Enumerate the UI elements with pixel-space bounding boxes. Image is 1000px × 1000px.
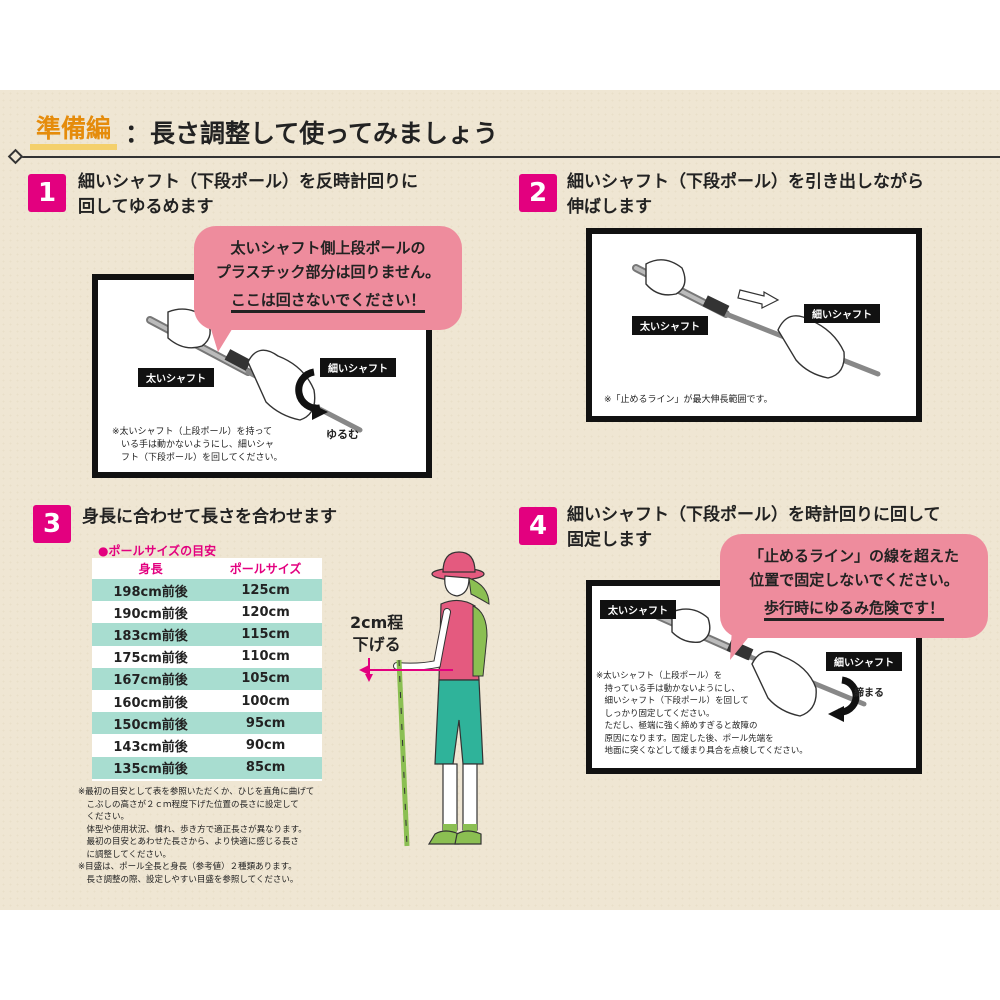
step-2-number: 2 (519, 174, 557, 212)
cell-size: 95cm (209, 712, 322, 735)
step-4-callout-warning: 歩行時にゆるみ危険です！ (763, 599, 944, 621)
step-4-callout-line2: 位置で固定しないでください。 (749, 571, 959, 589)
step-1-number: 1 (28, 174, 66, 212)
section-header: 準備編 ：長さ調整して使ってみましょう (30, 112, 498, 152)
step-1-text: 細いシャフト（下段ポール）を反時計回りに 回してゆるめます (78, 172, 418, 217)
step-1-callout-line1: 太いシャフト側上段ポールの (230, 239, 426, 257)
pole-extend-illustration (632, 259, 881, 379)
step-4-callout-line1: 「止めるライン」の線を超えた (748, 547, 959, 565)
step-2-thick-label: 太いシャフト (632, 316, 708, 335)
step-1-illustration: 太いシャフト 細いシャフト ゆるむ ※太いシャフト（上段ポール）を持って いる手… (92, 274, 432, 478)
cell-height: 183cm前後 (92, 623, 210, 646)
cell-size: 90cm (209, 734, 322, 757)
step-1-callout: 太いシャフト側上段ポールの プラスチック部分は回りません。 ここは回さないでくだ… (194, 226, 462, 330)
table-header-height: 身長 (92, 558, 210, 579)
step-4-number: 4 (519, 507, 557, 545)
step-1-callout-line2: プラスチック部分は回りません。 (215, 263, 441, 281)
step-3-number: 3 (33, 505, 71, 543)
cell-height: 198cm前後 (92, 579, 210, 602)
step-1-note: ※太いシャフト（上段ポール）を持って いる手は動かないようにし、細いシャ フト（… (112, 427, 283, 463)
step-4-callout: 「止めるライン」の線を超えた 位置で固定しないでください。 歩行時にゆるみ危険で… (720, 534, 988, 638)
cell-size: 110cm (209, 645, 322, 668)
step-2-thin-label: 細いシャフト (804, 304, 880, 323)
step-1-callout-pointer (210, 326, 234, 352)
cell-size: 100cm (209, 689, 322, 713)
step-4-thick-label: 太いシャフト (600, 600, 676, 619)
cell-height: 143cm前後 (92, 734, 210, 757)
clockwise-arrow-icon (837, 676, 860, 716)
hiker-figure (359, 551, 490, 847)
cell-height: 160cm前後 (92, 689, 210, 713)
cell-size: 105cm (209, 667, 322, 690)
cell-size: 120cm (209, 601, 322, 624)
cell-size: 85cm (209, 756, 322, 779)
right-arrow-icon (737, 289, 780, 309)
step-4-callout-pointer (730, 628, 756, 660)
step-1-loosen-label: ゆるむ (326, 428, 359, 441)
cell-height: 167cm前後 (92, 667, 210, 690)
lower-2cm-label: 2cm程 下げる (350, 613, 404, 654)
pole-loosen-illustration (146, 308, 363, 433)
step-2-text: 細いシャフト（下段ポール）を引き出しながら 伸ばします (567, 172, 924, 217)
step-4-text: 細いシャフト（下段ポール）を時計回りに回して 固定します (567, 505, 941, 550)
step-4-tighten-label: 締まる (854, 688, 884, 699)
step-2-note: ※「止めるライン」が最大伸長範囲です。 (604, 395, 773, 405)
cell-size: 125cm (209, 579, 322, 602)
cell-height: 175cm前後 (92, 645, 210, 668)
cell-height: 135cm前後 (92, 756, 210, 779)
step-3-text: 身長に合わせて長さを合わせます (82, 507, 337, 527)
page-title: ：長さ調整して使ってみましょう (125, 119, 499, 148)
step-2-illustration: 太いシャフト 細いシャフト ※「止めるライン」が最大伸長範囲です。 (586, 228, 922, 422)
header-rule (22, 156, 1000, 158)
step-1-thin-label: 細いシャフト (320, 358, 396, 377)
section-tag: 準備編 (30, 114, 118, 150)
step-1-callout-warning: ここは回さないでください！ (230, 291, 426, 313)
step-4-note: ※太いシャフト（上段ポール）を 持っている手は動かないようにし、 細いシャフト（… (596, 671, 808, 756)
table-title: ●ポールサイズの目安 (98, 544, 217, 558)
step-1-thick-label: 太いシャフト (138, 368, 214, 387)
cell-height: 150cm前後 (92, 712, 210, 735)
table-header-pole-size: ポールサイズ (209, 558, 322, 579)
step-4-thin-label: 細いシャフト (826, 652, 902, 671)
step-3-note: ※最初の目安として表を参照いただくか、ひじを直角に曲げて こぶしの高さが２ｃｍ程… (78, 787, 315, 885)
cell-height: 190cm前後 (92, 601, 210, 624)
cell-size: 115cm (209, 623, 322, 646)
